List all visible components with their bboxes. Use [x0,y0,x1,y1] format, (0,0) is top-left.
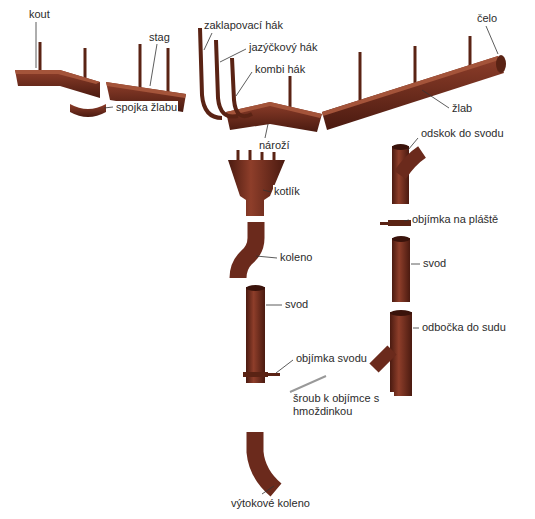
gutter-sections [15,55,506,132]
part-label: čelo [476,12,498,25]
part-label: výtokové koleno [230,497,311,510]
pipe-bend [238,222,256,278]
rain-barrel-diverter [374,310,412,396]
part-label: svod [284,298,309,311]
pipe-branch [392,144,422,204]
gutter-hooks [200,28,252,118]
downpipe [392,238,410,302]
part-label: šroub k objímce s hmoždinkou [292,392,394,418]
gutter-joint [70,104,106,117]
pipe-clip [243,372,280,377]
part-label: stag [148,31,171,44]
part-label: kombi hák [254,63,306,76]
downpipe [246,287,265,383]
screw-with-plug [290,376,326,392]
part-label: odskok do svodu [420,127,505,140]
outlet-bend [255,432,276,490]
part-label: jazýčkový hák [248,41,318,54]
leader-lines [36,22,498,494]
part-label: odbočka do sudu [421,321,507,334]
part-label: kotlík [273,185,301,198]
part-label: zaklapovací hák [203,19,284,32]
part-label: nároží [258,139,291,152]
part-label: kout [28,8,51,21]
part-label: objímka na pláště [411,213,499,226]
part-label: objímka svodu [295,352,368,365]
part-label: koleno [279,251,313,264]
part-label: žlab [451,102,473,115]
part-label: spojka žlabu [115,101,178,114]
part-label: svod [422,257,447,270]
cladding-clip [380,220,412,226]
